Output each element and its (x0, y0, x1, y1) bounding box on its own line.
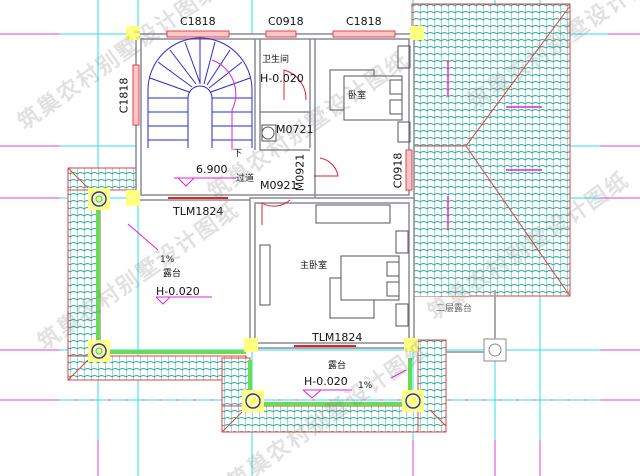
room-name-terrace-bottom: 露台 (328, 361, 347, 371)
room-name-second-floor-terrace: 二层露台 (436, 304, 473, 314)
level-bathroom: H-0.020 (260, 72, 304, 85)
door-label-bath: M0721 (276, 123, 314, 136)
swing-doors (261, 69, 339, 225)
window-label-top-right: C1818 (346, 15, 382, 28)
spiral-stair (147, 37, 253, 150)
room-name-terrace-left: 露台 (163, 269, 182, 279)
window-label-top-left: C1818 (180, 15, 216, 28)
door-label-terrace-bottom: TLM1824 (312, 331, 363, 344)
door-label-terrace-left: TLM1824 (173, 205, 224, 218)
level-terrace-bottom: H-0.020 (304, 375, 348, 388)
level-terrace-left: H-0.020 (156, 285, 200, 298)
windows (132, 30, 413, 191)
stair-down-note: 下 (233, 149, 243, 159)
door-label-bedroom: M0921 (260, 179, 298, 192)
level-markers (127, 177, 407, 399)
door-label-master-vertical: M0921 (293, 153, 307, 192)
furniture (259, 45, 411, 327)
roof-right (411, 3, 571, 297)
room-name-bedroom: 卧室 (348, 91, 367, 101)
slope-terrace-left: 1% (160, 255, 175, 265)
window-label-left: C1818 (117, 77, 131, 114)
room-name-bathroom: 卫生间 (262, 55, 290, 65)
window-label-right: C0918 (391, 152, 405, 189)
room-name-hallway: 过道 (236, 174, 255, 184)
sliding-doors (168, 197, 356, 347)
roof-bottom-terrace (221, 339, 447, 433)
window-label-top-mid: C0918 (268, 15, 304, 28)
slope-terrace-bottom: 1% (358, 381, 373, 391)
room-name-master-bedroom: 主卧室 (300, 261, 328, 271)
level-hallway: 6.900 (196, 163, 228, 176)
columns (88, 26, 507, 412)
